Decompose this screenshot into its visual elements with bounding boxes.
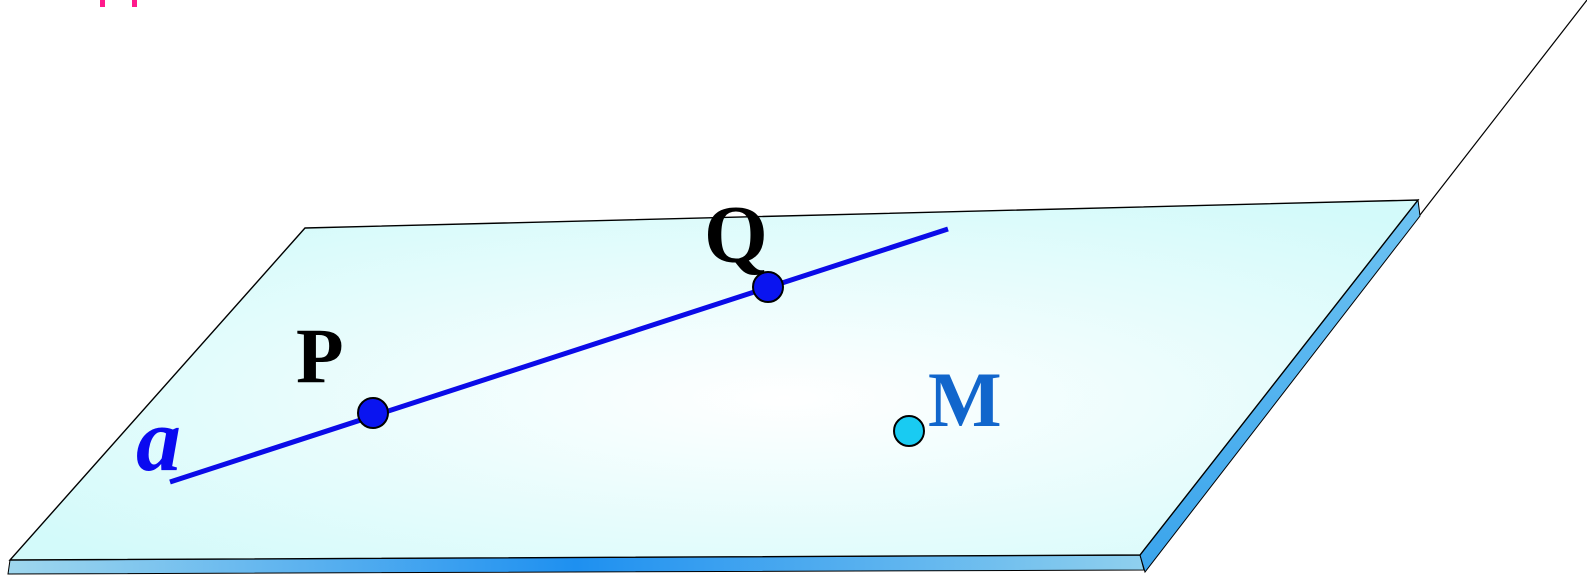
plane-face [8,199,1420,561]
label-point-m: M [928,356,1002,443]
label-point-p: P [296,312,344,399]
point-p [357,397,389,429]
point-q [752,271,784,303]
line-a [169,226,949,485]
point-m [893,415,925,447]
top-accent-mark [100,0,105,7]
extension-line [1419,0,1587,216]
label-point-q: Q [704,189,768,280]
top-accent-mark [132,0,137,7]
label-line-a: a [136,391,181,490]
